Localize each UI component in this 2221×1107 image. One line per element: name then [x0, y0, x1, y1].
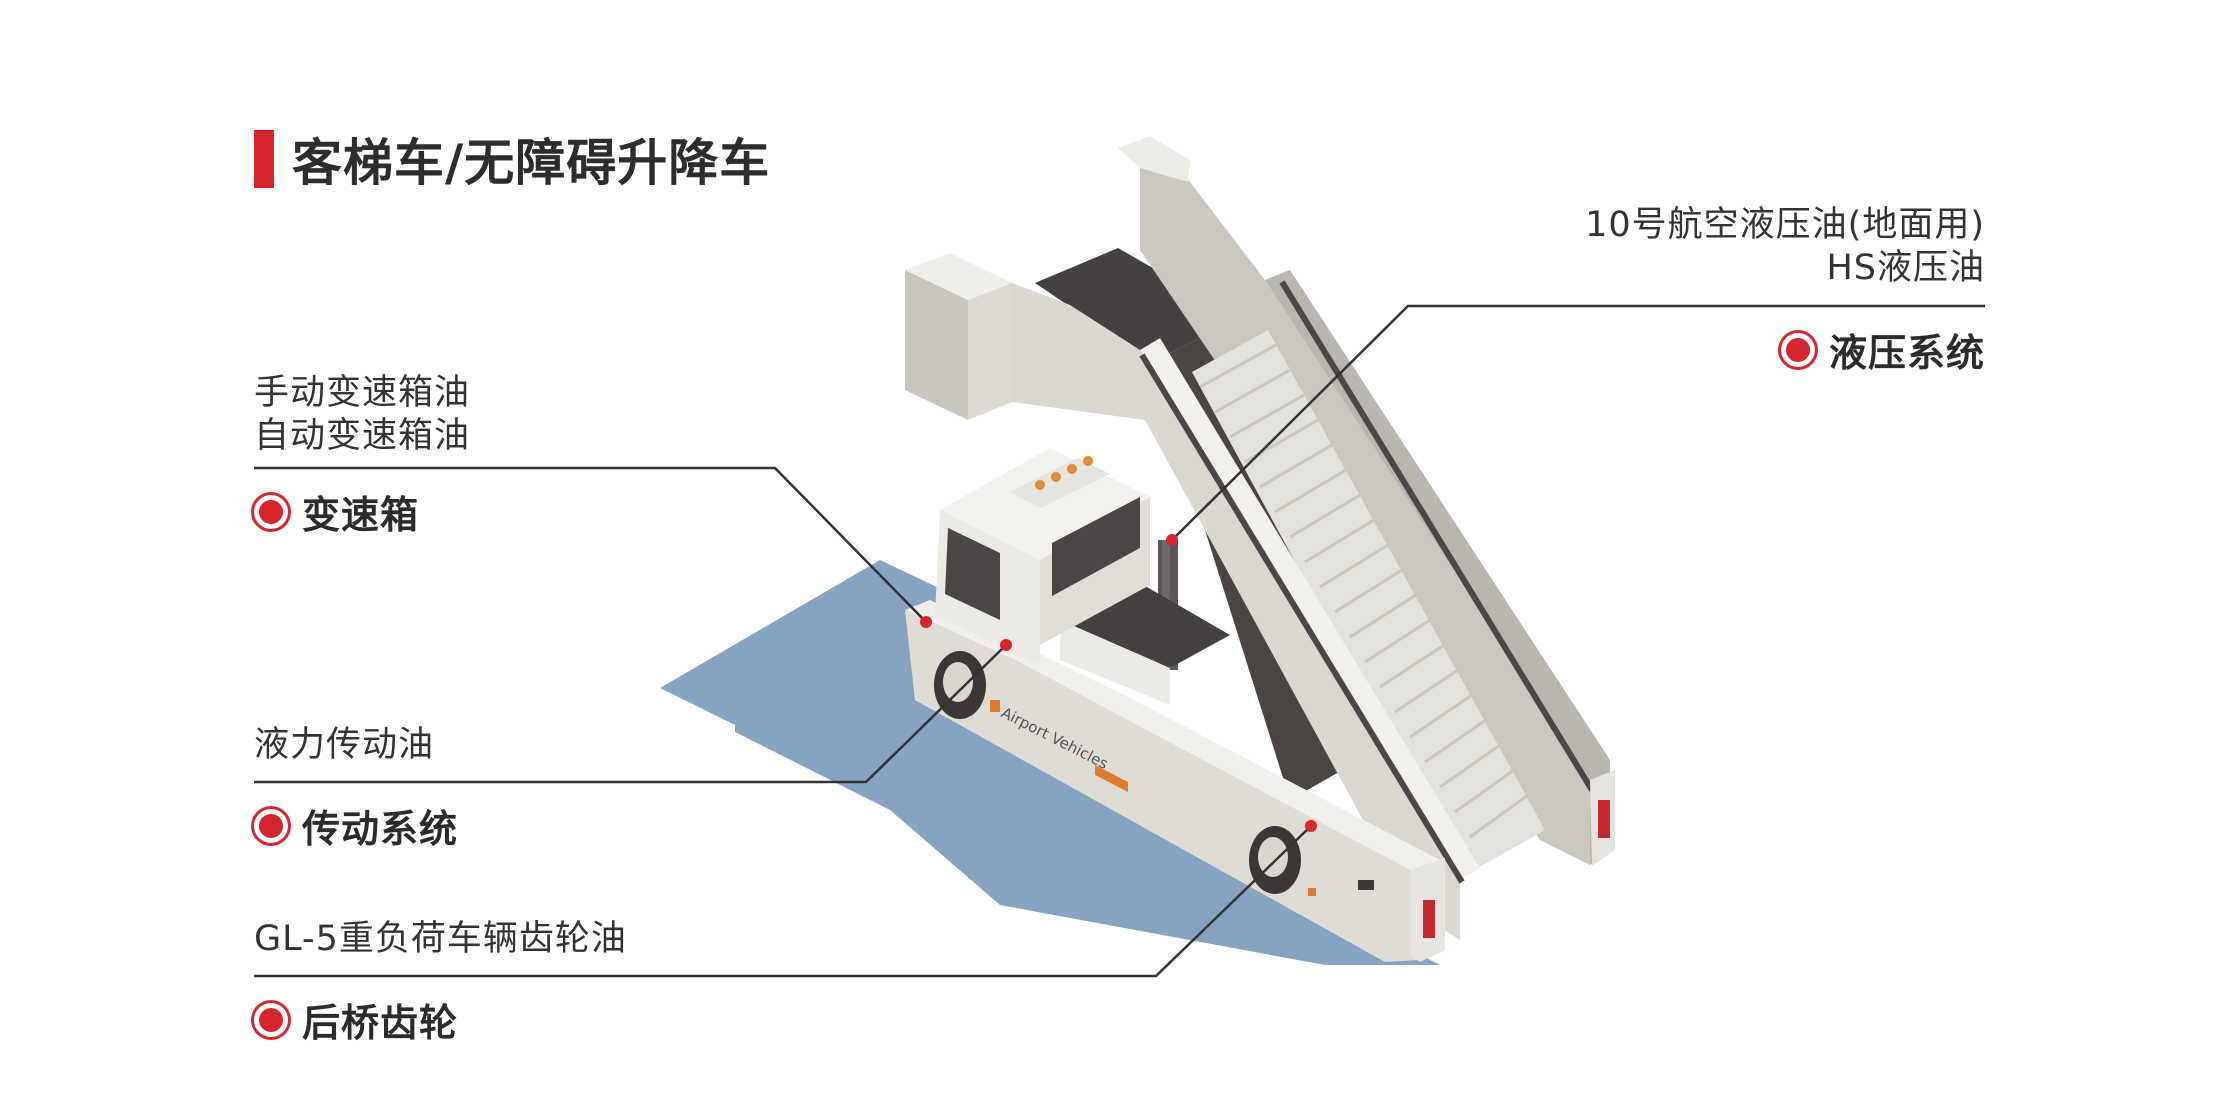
oil-item: HS液压油	[1826, 248, 1985, 288]
red-dot-icon	[254, 494, 288, 529]
left-panel-top	[905, 253, 1012, 300]
point-gearbox	[920, 616, 932, 628]
red-dot-icon	[1780, 332, 1815, 367]
oil-item: 手动变速箱油	[254, 373, 471, 413]
chassis-top	[905, 600, 1440, 875]
mid-platform-side	[1060, 620, 1170, 705]
right-wall-top-cap	[1118, 136, 1190, 182]
oil-list-axle: GL-5重负荷车辆齿轮油	[254, 918, 627, 961]
system-label-gearbox: 变速箱	[254, 484, 419, 539]
oil-item: 自动变速箱油	[254, 416, 471, 456]
system-label-drive: 传动系统	[254, 798, 458, 853]
point-axle	[1305, 820, 1317, 832]
red-dot-icon	[254, 1002, 288, 1037]
leader-line-gearbox	[254, 466, 927, 623]
right-handrail	[1279, 280, 1595, 792]
oil-item: GL-5重负荷车辆齿轮油	[254, 919, 627, 959]
system-label-axle: 后桥齿轮	[254, 992, 458, 1047]
left-handrail	[1139, 353, 1465, 884]
title-block: 客梯车/无障碍升降车	[254, 128, 770, 192]
oil-list-hydraulic: 10号航空液压油(地面用) HS液压油	[1585, 204, 1985, 290]
system-name: 后桥齿轮	[302, 1001, 459, 1045]
leader-line-axle	[254, 825, 1312, 978]
leader-line-drive	[254, 644, 1007, 784]
left-stair-wall	[1012, 283, 1460, 940]
oil-list-gearbox: 手动变速箱油 自动变速箱油	[254, 372, 470, 458]
left-stair-wall-top	[1140, 338, 1480, 880]
top-platform-floor	[1035, 248, 1240, 362]
page-title: 客梯车/无障碍升降车	[292, 134, 771, 192]
system-label-hydraulic: 液压系统	[1780, 322, 1985, 377]
leader-line-hydraulic	[1171, 304, 1985, 541]
right-wall-front	[1265, 270, 1610, 865]
system-name: 液压系统	[1828, 331, 1985, 375]
red-dot-icon	[254, 808, 288, 843]
point-drive	[1000, 639, 1012, 651]
left-panel-side	[968, 283, 1012, 420]
roof-light-bar	[1010, 458, 1110, 508]
left-panel-face	[905, 270, 968, 420]
oil-item: 10号航空液压油(地面用)	[1585, 205, 1985, 245]
system-name: 变速箱	[302, 493, 420, 537]
cab-side-window	[1052, 497, 1140, 596]
oil-list-drive: 液力传动油	[254, 724, 434, 767]
title-accent-bar	[254, 130, 274, 188]
oil-item: 液力传动油	[254, 725, 435, 765]
system-name: 传动系统	[302, 807, 459, 851]
cab-windshield	[945, 528, 1000, 620]
point-hydraulic	[1166, 534, 1178, 546]
